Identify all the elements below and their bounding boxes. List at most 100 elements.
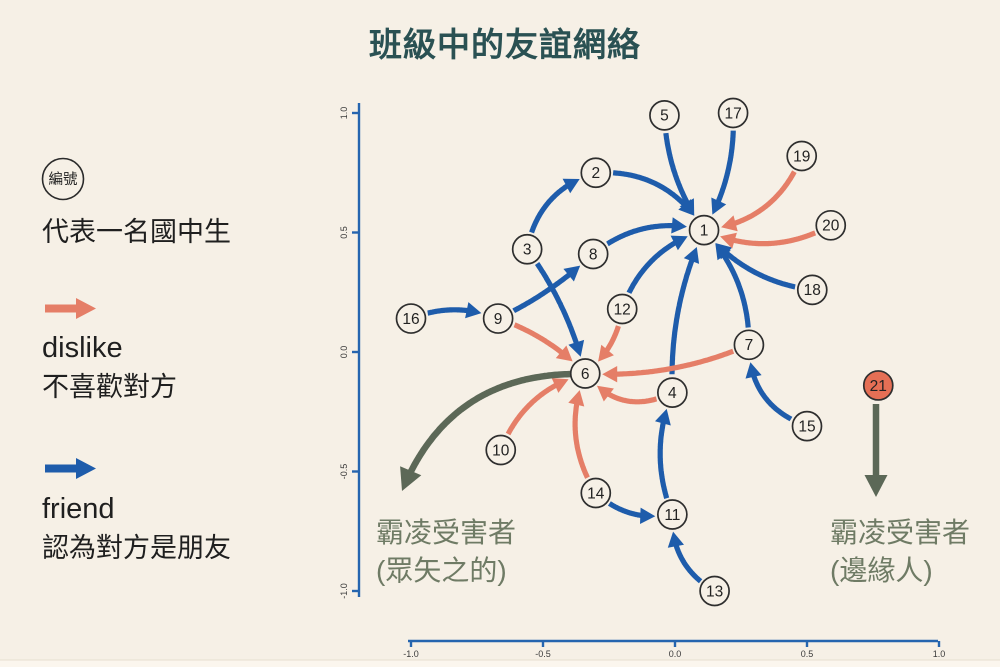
- edge-17-1: [711, 129, 736, 215]
- bottom-strip: [0, 660, 1000, 667]
- edge-10-6: [505, 378, 569, 436]
- node-circle-17: [717, 97, 749, 129]
- edge-5-1-shaft: [663, 131, 691, 207]
- node-circle-9: [482, 303, 514, 334]
- edge-4-1-shaft: [669, 257, 695, 376]
- annotation-arrow-1: [400, 370, 575, 491]
- node-20: 20: [815, 209, 847, 241]
- friend-arrow-icon: [45, 458, 96, 479]
- edge-14-6-shaft: [572, 400, 590, 480]
- edge-4-6-head: [597, 385, 614, 402]
- edge-9-6: [512, 322, 573, 362]
- node-label-13: 13: [706, 583, 723, 600]
- node-8: 8: [577, 238, 609, 270]
- edge-9-6-shaft: [512, 322, 565, 356]
- edge-14-11: [607, 501, 656, 524]
- edge-12-1: [626, 235, 688, 295]
- legend-friend-zh: 認為對方是朋友: [42, 533, 231, 563]
- edge-7-6: [602, 348, 735, 383]
- edge-11-4-head: [655, 408, 671, 426]
- edge-8-1: [605, 217, 687, 247]
- node-circle-18: [796, 274, 828, 306]
- page-title: 班級中的友誼網絡: [369, 26, 641, 63]
- node-circle-16: [395, 303, 427, 334]
- x-tick-label: -1.0: [403, 649, 419, 659]
- edge-13-11: [667, 531, 703, 584]
- edge-14-6: [568, 390, 590, 480]
- y-tick-label: 0.5: [339, 226, 349, 239]
- node-symbol-icon: [41, 157, 85, 201]
- y-tick-label: 0.0: [339, 346, 349, 359]
- legend-node-symbol-label: 編號: [49, 171, 78, 188]
- node-label-17: 17: [724, 105, 741, 122]
- node-circle-8: [577, 238, 609, 270]
- annotation-target-line2: (眾矢之的): [376, 555, 507, 586]
- node-label-19: 19: [793, 148, 810, 165]
- legend-dislike-en: dislike: [42, 332, 123, 364]
- node-7: 7: [733, 329, 765, 361]
- edge-2-1-shaft: [611, 170, 689, 209]
- node-circle-12: [606, 293, 638, 325]
- node-label-8: 8: [589, 246, 598, 263]
- node-circle-4: [657, 377, 688, 408]
- edges-layer: [425, 129, 817, 584]
- edge-14-11-head: [640, 507, 656, 524]
- edge-9-6-head: [555, 345, 573, 362]
- node-circle-11: [657, 499, 688, 530]
- edge-4-1: [669, 247, 700, 376]
- node-16: 16: [395, 303, 427, 334]
- annotation-arrow-1-shaft: [407, 370, 575, 476]
- node-circle-14: [580, 477, 612, 509]
- edge-15-7-head: [745, 362, 762, 379]
- node-label-5: 5: [660, 108, 669, 125]
- edge-9-8-shaft: [511, 271, 573, 314]
- node-17: 17: [717, 97, 749, 129]
- edge-16-9-head: [465, 302, 482, 319]
- legend-dislike-zh: 不喜歡對方: [42, 372, 177, 402]
- node-circle-15: [791, 410, 823, 442]
- edge-19-1-shaft: [731, 170, 797, 227]
- edge-17-1-head: [711, 197, 727, 215]
- node-9: 9: [482, 303, 514, 334]
- node-label-12: 12: [614, 301, 631, 318]
- edge-3-6-shaft: [534, 261, 580, 347]
- node-21: 21: [862, 370, 894, 401]
- x-tick-label: -0.5: [535, 649, 551, 659]
- edge-20-1-head: [720, 232, 737, 249]
- node-circle-19: [786, 140, 818, 172]
- node-circle-5: [649, 100, 680, 131]
- edge-3-6-head: [568, 339, 585, 357]
- edge-3-2-shaft: [529, 183, 571, 235]
- node-1: 1: [688, 214, 720, 246]
- node-11: 11: [657, 499, 688, 530]
- edge-18-1-head: [715, 243, 733, 260]
- node-label-1: 1: [700, 222, 709, 239]
- node-18: 18: [796, 274, 828, 306]
- edge-9-8: [511, 265, 581, 314]
- node-2: 2: [580, 157, 612, 189]
- node-label-6: 6: [581, 366, 590, 383]
- edge-3-2: [529, 178, 580, 235]
- node-4: 4: [657, 377, 688, 408]
- edge-19-1-head: [721, 215, 738, 232]
- legend-friend-en: friend: [42, 493, 115, 525]
- edge-5-1-head: [679, 198, 695, 216]
- edge-8-1-head: [671, 217, 687, 234]
- edge-12-1-shaft: [626, 239, 678, 295]
- edge-15-7: [745, 362, 793, 422]
- edge-4-6-shaft: [605, 391, 659, 405]
- edge-13-11-head: [667, 531, 684, 548]
- edge-15-7-shaft: [751, 372, 793, 422]
- edge-12-6-head: [598, 344, 614, 362]
- node-circle-1: [688, 214, 720, 246]
- node-label-16: 16: [402, 311, 419, 328]
- node-label-21: 21: [870, 378, 887, 395]
- edge-12-1-head: [670, 235, 688, 251]
- edge-4-6: [597, 385, 659, 405]
- edge-3-2-head: [562, 178, 580, 194]
- edge-20-1-shaft: [730, 230, 817, 247]
- node-label-11: 11: [664, 507, 680, 524]
- node-label-7: 7: [745, 337, 754, 354]
